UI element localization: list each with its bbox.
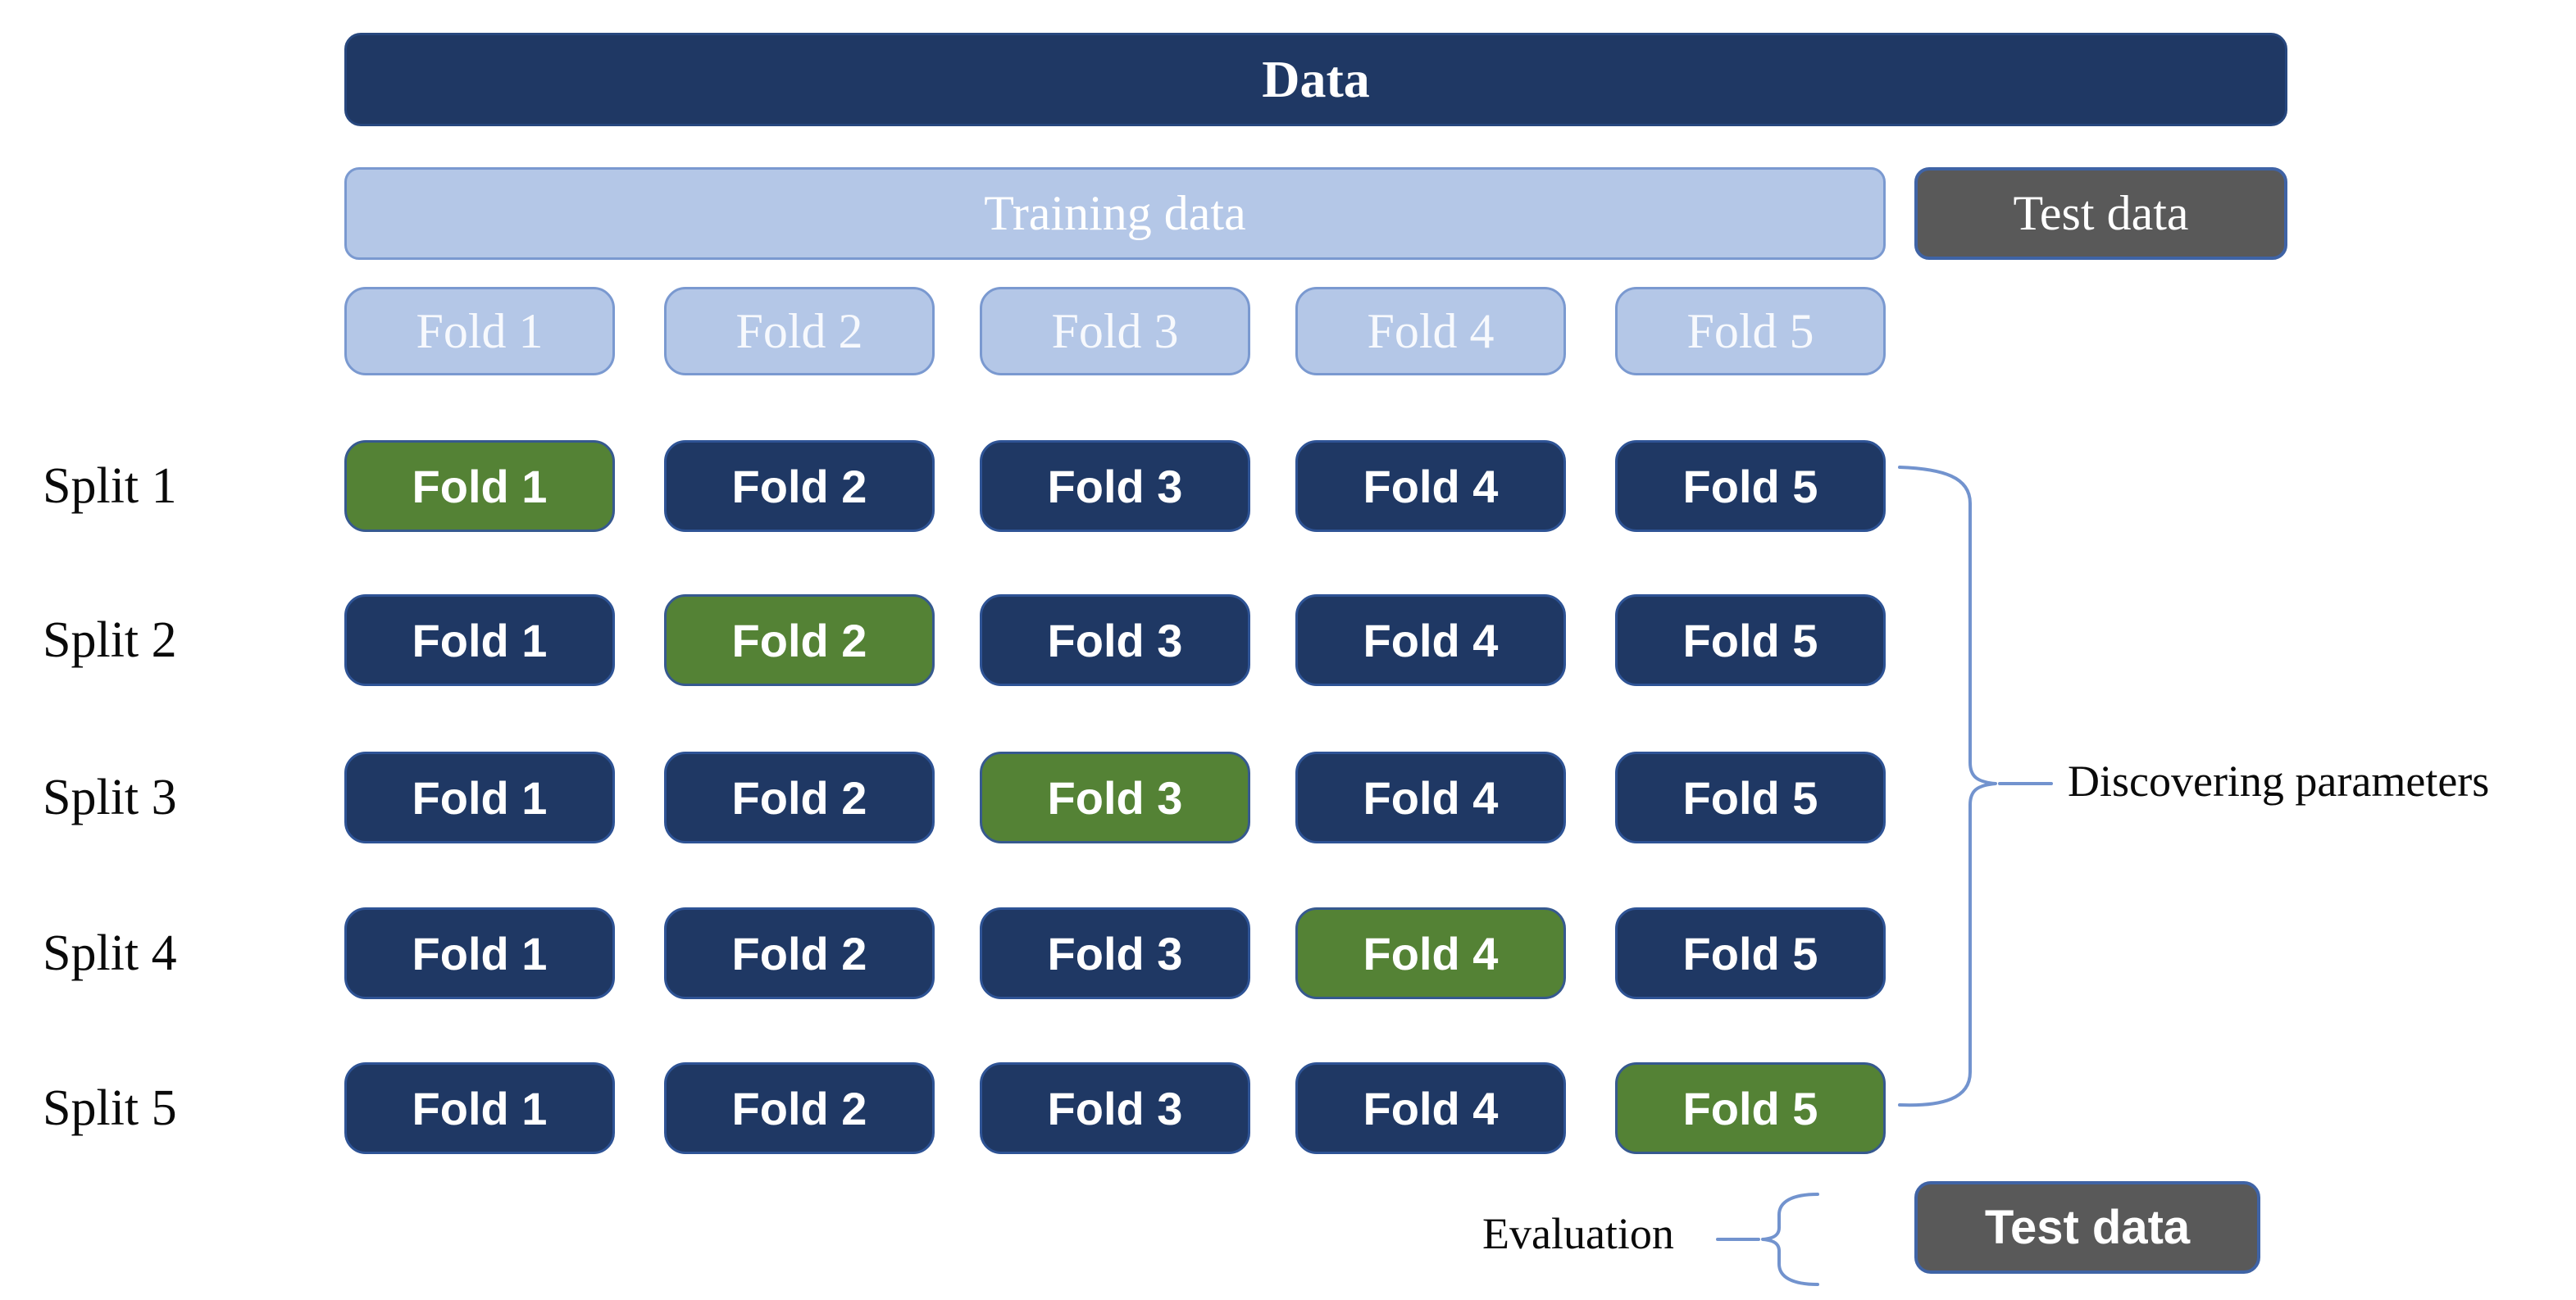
fold-box: Fold 2 <box>664 752 935 843</box>
fold-box: Fold 2 <box>664 907 935 999</box>
training-data-bar: Training data <box>344 167 1886 260</box>
header-fold-box: Fold 1 <box>344 287 615 375</box>
fold-box: Fold 3 <box>980 1062 1250 1154</box>
header-fold-box: Fold 3 <box>980 287 1250 375</box>
fold-box: Fold 3 <box>980 594 1250 686</box>
fold-box: Fold 4 <box>1295 752 1566 843</box>
fold-box: Fold 2 <box>664 440 935 532</box>
test-data-box-top: Test data <box>1914 167 2287 260</box>
validation-fold-box: Fold 2 <box>664 594 935 686</box>
discovering-parameters-label: Discovering parameters <box>2068 757 2490 806</box>
fold-box: Fold 1 <box>344 1062 615 1154</box>
data-bar: Data <box>344 33 2287 126</box>
split-label: Split 4 <box>43 925 177 981</box>
evaluation-brace-icon <box>1716 1193 1819 1286</box>
fold-box: Fold 3 <box>980 907 1250 999</box>
fold-box: Fold 5 <box>1615 907 1886 999</box>
header-fold-box: Fold 4 <box>1295 287 1566 375</box>
fold-box: Fold 1 <box>344 594 615 686</box>
split-label: Split 3 <box>43 769 177 825</box>
fold-box: Fold 5 <box>1615 594 1886 686</box>
validation-fold-box: Fold 1 <box>344 440 615 532</box>
fold-box: Fold 4 <box>1295 594 1566 686</box>
split-label: Split 2 <box>43 611 177 668</box>
validation-fold-box: Fold 3 <box>980 752 1250 843</box>
validation-fold-box: Fold 5 <box>1615 1062 1886 1154</box>
fold-box: Fold 5 <box>1615 440 1886 532</box>
split-label: Split 1 <box>43 457 177 514</box>
header-fold-box: Fold 5 <box>1615 287 1886 375</box>
fold-box: Fold 4 <box>1295 1062 1566 1154</box>
fold-box: Fold 5 <box>1615 752 1886 843</box>
fold-box: Fold 4 <box>1295 440 1566 532</box>
fold-box: Fold 1 <box>344 907 615 999</box>
evaluation-label: Evaluation <box>1482 1209 1674 1258</box>
fold-box: Fold 2 <box>664 1062 935 1154</box>
discovering-parameters-brace-icon <box>1898 466 2053 1107</box>
fold-box: Fold 3 <box>980 440 1250 532</box>
test-data-box-bottom: Test data <box>1914 1181 2260 1274</box>
validation-fold-box: Fold 4 <box>1295 907 1566 999</box>
fold-box: Fold 1 <box>344 752 615 843</box>
header-fold-box: Fold 2 <box>664 287 935 375</box>
split-label: Split 5 <box>43 1080 177 1136</box>
